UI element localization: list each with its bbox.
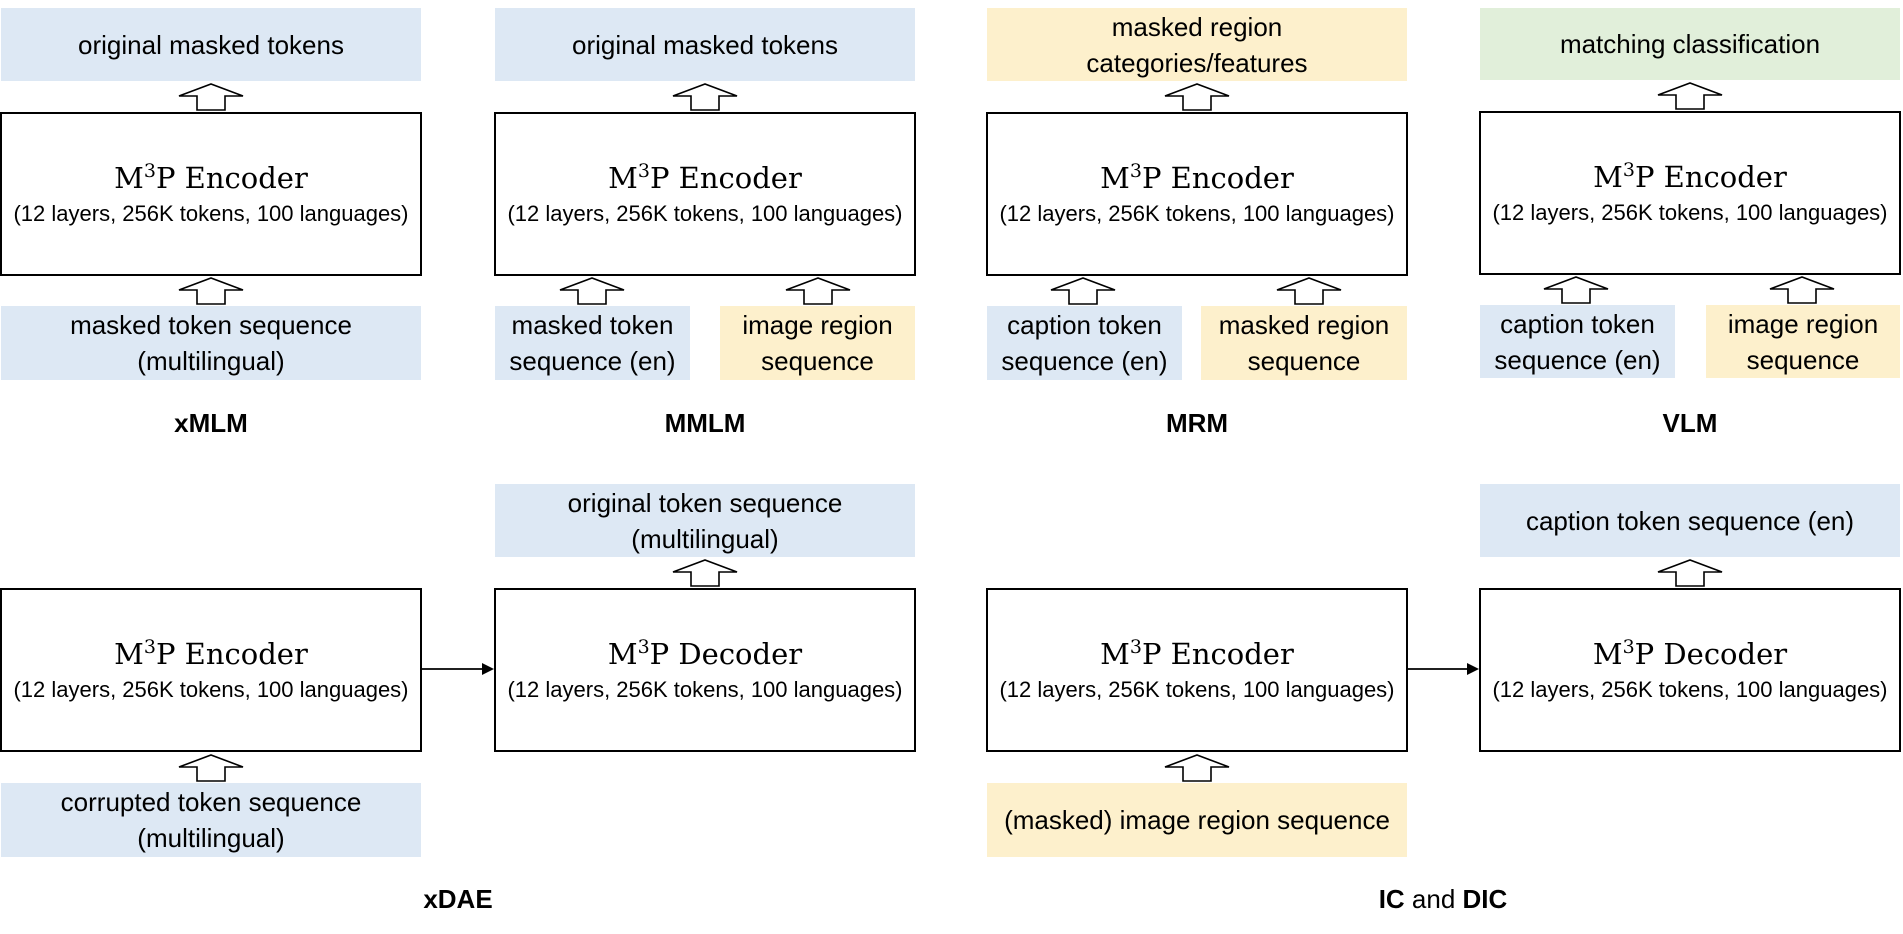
mmlm-image-input-box: image region sequence — [720, 306, 915, 380]
ic-decoder-title: M3P Decoder — [1592, 636, 1788, 671]
mmlm-output-box: original masked tokens — [495, 8, 915, 81]
vlm-output-text: matching classification — [1559, 29, 1821, 59]
mrm-image-arrow-icon — [1275, 277, 1343, 305]
ic-encoder: M3P Encoder (12 layers, 256K tokens, 100… — [986, 588, 1408, 752]
xdae-input-text: corrupted token sequence (multilingual) — [60, 787, 362, 853]
mrm-image-input-box: masked region sequence — [1201, 306, 1407, 380]
xmlm-encoder-title: M3P Encoder — [114, 160, 308, 195]
xmlm-output-box: original masked tokens — [1, 8, 421, 81]
mmlm-up-arrow-icon — [671, 83, 739, 111]
xdae-decoder-title: M3P Decoder — [607, 636, 803, 671]
ic-decoder: M3P Decoder (12 layers, 256K tokens, 100… — [1479, 588, 1901, 752]
xdae-caption: xDAE — [423, 884, 493, 914]
mrm-text-arrow-icon — [1049, 277, 1117, 305]
mmlm-image-input-text: image region sequence — [742, 310, 893, 376]
mmlm-encoder: M3P Encoder (12 layers, 256K tokens, 100… — [494, 112, 916, 276]
xmlm-up-arrow-icon — [177, 83, 245, 111]
xdae-output-text: original token sequence (multilingual) — [567, 487, 843, 554]
vlm-up-arrow-icon — [1656, 82, 1724, 110]
mmlm-image-arrow-icon — [784, 277, 852, 305]
xdae-encoder: M3P Encoder (12 layers, 256K tokens, 100… — [0, 588, 422, 752]
mrm-output-text: masked region categories/features — [1086, 11, 1308, 78]
xmlm-input-arrow-icon — [177, 277, 245, 305]
ic-caption: IC and DIC — [1378, 884, 1508, 914]
mmlm-encoder-title: M3P Encoder — [608, 160, 802, 195]
xdae-decoder: M3P Decoder (12 layers, 256K tokens, 100… — [494, 588, 916, 752]
xmlm-input-text: masked token sequence (multilingual) — [70, 310, 352, 376]
vlm-encoder-detail: (12 layers, 256K tokens, 100 languages) — [1492, 200, 1888, 225]
mrm-output-box: masked region categories/features — [987, 8, 1407, 81]
vlm-image-input-text: image region sequence — [1727, 308, 1879, 375]
ic-output-text: caption token sequence (en) — [1525, 505, 1855, 536]
ic-input-box: (masked) image region sequence — [987, 783, 1407, 857]
xdae-output-box: original token sequence (multilingual) — [495, 484, 915, 557]
mrm-image-input-text: masked region sequence — [1218, 310, 1390, 376]
vlm-text-input-box: caption token sequence (en) — [1480, 305, 1675, 378]
vlm-encoder: M3P Encoder (12 layers, 256K tokens, 100… — [1479, 111, 1901, 275]
xdae-input-arrow-icon — [177, 754, 245, 782]
ic-input-text: (masked) image region sequence — [1004, 805, 1390, 835]
mrm-text-input-text: caption token sequence (en) — [1001, 310, 1168, 376]
mmlm-text-arrow-icon — [558, 277, 626, 305]
xdae-encoder-title: M3P Encoder — [114, 636, 308, 671]
ic-output-arrow-icon — [1656, 559, 1724, 587]
mmlm-text-input-text: masked token sequence (en) — [509, 310, 676, 376]
mrm-encoder-detail: (12 layers, 256K tokens, 100 languages) — [999, 201, 1395, 226]
xmlm-output-text: original masked tokens — [78, 29, 344, 60]
vlm-encoder-title: M3P Encoder — [1593, 159, 1787, 194]
ic-encoder-title: M3P Encoder — [1100, 636, 1294, 671]
vlm-image-input-box: image region sequence — [1706, 305, 1900, 378]
ic-input-arrow-icon — [1163, 754, 1231, 782]
xmlm-input-box: masked token sequence (multilingual) — [1, 306, 421, 380]
vlm-output-box: matching classification — [1480, 8, 1900, 80]
ic-decoder-detail: (12 layers, 256K tokens, 100 languages) — [1492, 677, 1888, 702]
mrm-up-arrow-icon — [1163, 83, 1231, 111]
mrm-caption: MRM — [1165, 408, 1229, 438]
vlm-caption: VLM — [1662, 408, 1718, 438]
vlm-text-arrow-icon — [1542, 276, 1610, 304]
xmlm-encoder: M3P Encoder (12 layers, 256K tokens, 100… — [0, 112, 422, 276]
vlm-image-arrow-icon — [1768, 276, 1836, 304]
xdae-input-box: corrupted token sequence (multilingual) — [1, 783, 421, 857]
ic-encoder-detail: (12 layers, 256K tokens, 100 languages) — [999, 677, 1395, 702]
mrm-text-input-box: caption token sequence (en) — [987, 306, 1182, 380]
mrm-encoder-title: M3P Encoder — [1100, 160, 1294, 195]
mrm-encoder: M3P Encoder (12 layers, 256K tokens, 100… — [986, 112, 1408, 276]
xdae-encoder-detail: (12 layers, 256K tokens, 100 languages) — [13, 677, 409, 702]
mmlm-text-input-box: masked token sequence (en) — [495, 306, 690, 380]
ic-encoder-to-decoder-arrow-icon — [1408, 661, 1479, 677]
xdae-output-arrow-icon — [671, 559, 739, 587]
xmlm-encoder-detail: (12 layers, 256K tokens, 100 languages) — [13, 201, 409, 226]
vlm-text-input-text: caption token sequence (en) — [1494, 308, 1661, 375]
mmlm-encoder-detail: (12 layers, 256K tokens, 100 languages) — [507, 201, 903, 226]
xmlm-caption: xMLM — [174, 408, 248, 438]
mmlm-output-text: original masked tokens — [572, 29, 838, 60]
xdae-decoder-detail: (12 layers, 256K tokens, 100 languages) — [507, 677, 903, 702]
mmlm-caption: MMLM — [664, 408, 746, 438]
ic-output-box: caption token sequence (en) — [1480, 484, 1900, 557]
xdae-encoder-to-decoder-arrow-icon — [422, 661, 494, 677]
